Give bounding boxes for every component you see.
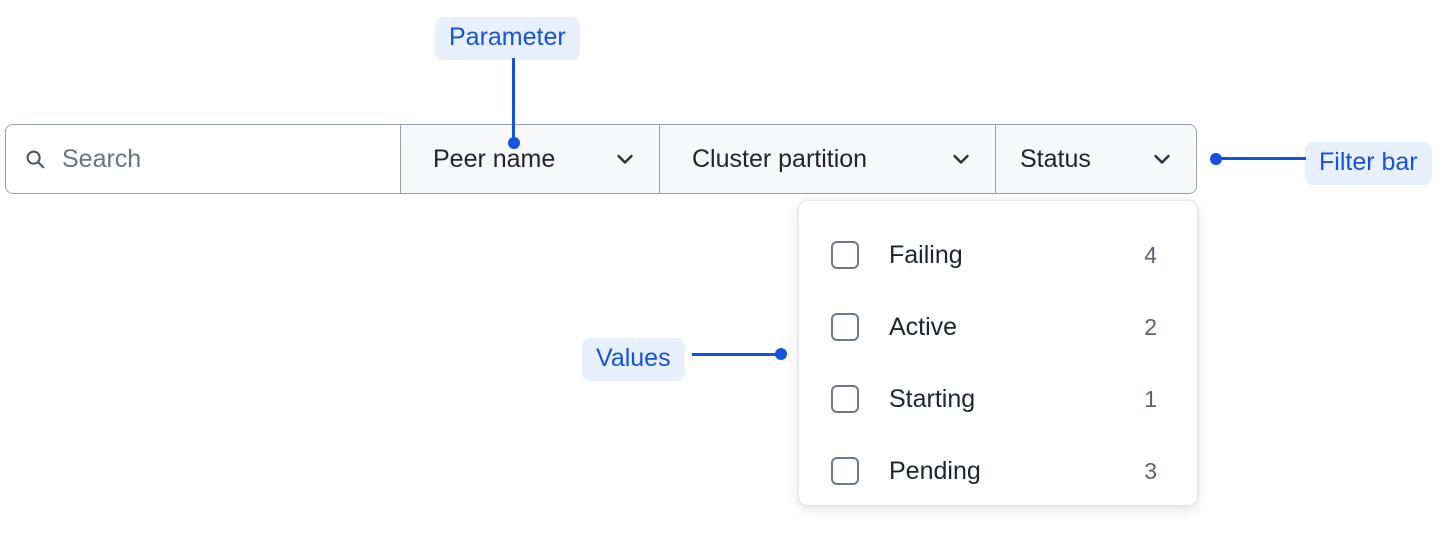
annotation-filter-bar: Filter bar <box>1305 142 1432 185</box>
option-count: 2 <box>1144 313 1157 340</box>
filter-label-status: Status <box>1020 144 1091 173</box>
chevron-down-icon <box>617 154 633 164</box>
checkbox-pending[interactable] <box>831 457 859 485</box>
checkbox-active[interactable] <box>831 313 859 341</box>
annotation-leader-line-filter-bar <box>1220 157 1306 160</box>
annotation-anchor-dot-values <box>775 348 787 360</box>
option-label: Active <box>889 312 958 341</box>
chevron-down-icon <box>1154 154 1170 164</box>
status-filter-dropdown-panel: Failing 4 Active 2 Starting 1 Pending 3 <box>798 200 1198 506</box>
option-count: 4 <box>1144 241 1157 268</box>
list-item[interactable]: Active 2 <box>799 291 1197 363</box>
search-input[interactable] <box>62 144 362 174</box>
option-label: Pending <box>889 456 981 485</box>
filter-dropdown-peer-name[interactable]: Peer name <box>401 125 660 193</box>
filter-dropdown-status[interactable]: Status <box>996 125 1196 193</box>
annotation-anchor-dot-parameter <box>508 137 520 149</box>
filter-dropdown-cluster-partition[interactable]: Cluster partition <box>660 125 996 193</box>
search-icon <box>26 150 45 169</box>
list-item[interactable]: Starting 1 <box>799 363 1197 435</box>
option-count: 1 <box>1144 385 1157 412</box>
list-item[interactable]: Failing 4 <box>799 219 1197 291</box>
annotation-leader-line-values <box>692 353 780 356</box>
search-field[interactable] <box>6 125 401 193</box>
checkbox-failing[interactable] <box>831 241 859 269</box>
filter-bar: Peer name Cluster partition Status <box>5 124 1197 194</box>
list-item[interactable]: Pending 3 <box>799 435 1197 507</box>
option-label: Failing <box>889 240 963 269</box>
annotation-parameter: Parameter <box>435 17 580 60</box>
annotation-leader-line-parameter <box>512 58 515 144</box>
chevron-down-icon <box>953 154 969 164</box>
annotation-values: Values <box>582 338 685 381</box>
option-label: Starting <box>889 384 976 413</box>
filter-label-peer-name: Peer name <box>433 144 556 173</box>
checkbox-starting[interactable] <box>831 385 859 413</box>
annotation-anchor-dot-filter-bar <box>1210 153 1222 165</box>
option-count: 3 <box>1144 457 1157 484</box>
filter-label-cluster-partition: Cluster partition <box>692 144 868 173</box>
